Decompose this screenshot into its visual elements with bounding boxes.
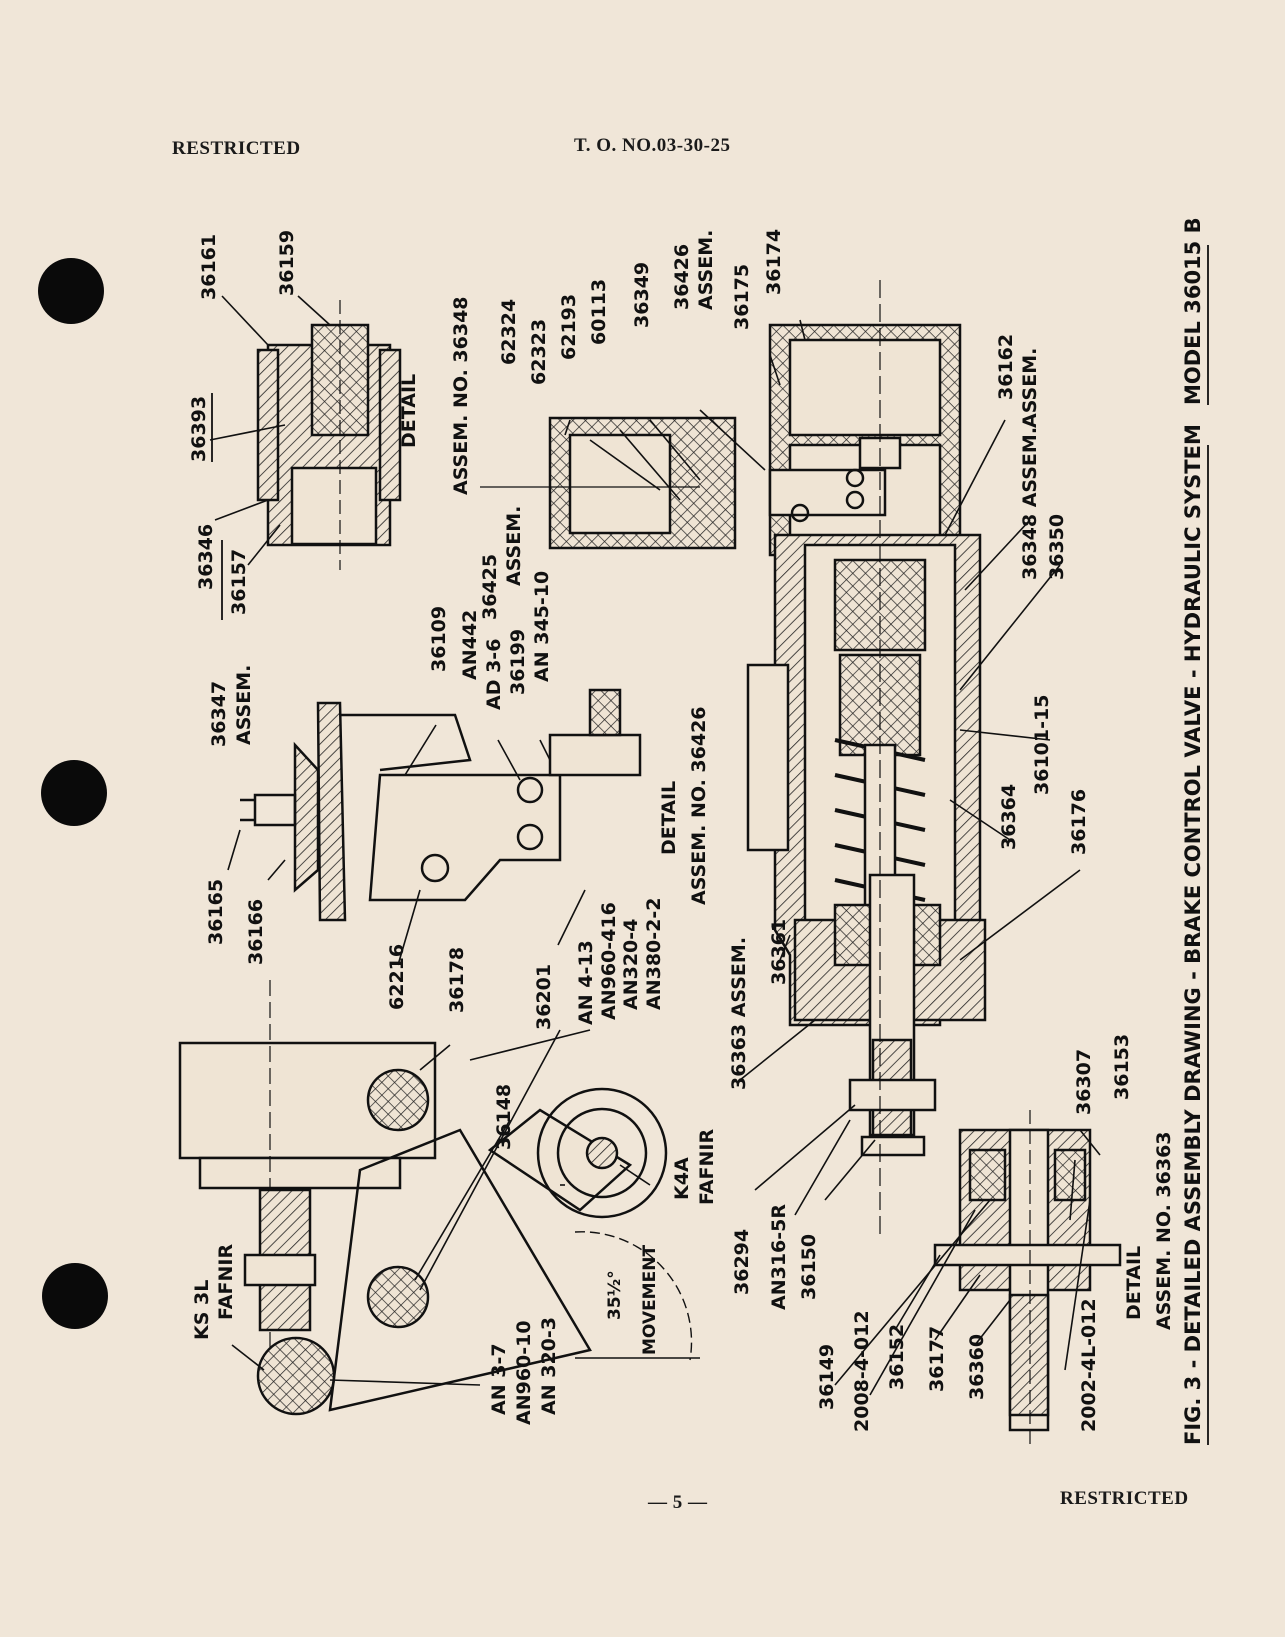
callout-fafnir-ks3l: FAFNIR xyxy=(215,1244,237,1320)
callout-62323: 62323 xyxy=(528,319,550,385)
callout-36346: 36346 xyxy=(195,524,217,590)
callout-an345-10: AN 345-10 xyxy=(531,571,553,682)
callout-36349: 36349 xyxy=(631,262,653,328)
callout-36157: 36157 xyxy=(228,549,250,615)
detail-36348-assem: ASSEM. NO. 36348 xyxy=(450,296,472,495)
callout-36364: 36364 xyxy=(998,784,1020,850)
callout-62324: 62324 xyxy=(498,299,520,365)
binder-hole-bottom xyxy=(42,1263,108,1329)
callout-36175: 36175 xyxy=(731,264,753,330)
callout-36166: 36166 xyxy=(245,899,267,965)
callout-36294: 36294 xyxy=(731,1229,753,1295)
footer-restricted: RESTRICTED xyxy=(1060,1488,1189,1509)
callout-36178: 36178 xyxy=(446,947,468,1013)
callout-36199: 36199 xyxy=(507,629,529,695)
callout-36101-15: 36101-15 xyxy=(1031,695,1053,795)
callout-an4-13: AN 4-13 xyxy=(575,940,597,1025)
binder-hole-middle xyxy=(41,760,107,826)
callout-36176: 36176 xyxy=(1068,789,1090,855)
callout-62216: 62216 xyxy=(386,944,408,1010)
callout-an960-416: AN960-416 xyxy=(598,902,620,1020)
callout-36152: 36152 xyxy=(886,1324,908,1390)
callout-36153: 36153 xyxy=(1111,1034,1133,1100)
page-number: — 5 — xyxy=(648,1492,708,1513)
callout-36149: 36149 xyxy=(816,1344,838,1410)
callout-36165: 36165 xyxy=(205,879,227,945)
callout-ad3-6: AD 3-6 xyxy=(483,639,505,710)
callout-36307: 36307 xyxy=(1073,1049,1095,1115)
detail-36426-assem: ASSEM. NO. 36426 xyxy=(688,706,710,905)
callout-2008-4-012: 2008-4-012 xyxy=(851,1310,873,1432)
label-underlines xyxy=(211,245,1209,1445)
callout-2002-4l-012: 2002-4L-012 xyxy=(1078,1298,1100,1432)
lever-bracket-drawing xyxy=(178,980,700,1416)
callout-angle: 35½° xyxy=(605,1270,625,1320)
callout-60113: 60113 xyxy=(588,279,610,345)
callout-36109: 36109 xyxy=(428,606,450,672)
callout-36426: 36426 xyxy=(671,244,693,310)
callout-36360: 36360 xyxy=(966,1334,988,1400)
callout-62193: 62193 xyxy=(558,294,580,360)
callout-fafnir-k4a: FAFNIR xyxy=(696,1129,718,1205)
callout-36361: 36361 xyxy=(768,919,790,985)
callout-an960-10: AN960-10 xyxy=(513,1320,535,1425)
figure-caption: FIG. 3 - DETAILED ASSEMBLY DRAWING - BRA… xyxy=(1181,424,1205,1445)
callout-36393: 36393 xyxy=(188,396,210,462)
detail-36348-title: DETAIL xyxy=(398,374,420,448)
valve-body-drawing xyxy=(480,280,987,1240)
detail-36363-assem: ASSEM. NO. 36363 xyxy=(1153,1131,1175,1330)
detail-36348-drawing xyxy=(256,300,402,570)
leader-lines xyxy=(209,295,1101,1396)
callout-36174: 36174 xyxy=(763,229,785,295)
callout-k4a: K4A xyxy=(671,1157,693,1200)
callout-36425: 36425 xyxy=(479,554,501,620)
callout-an3-7: AN 3-7 xyxy=(488,1343,510,1415)
callout-36159: 36159 xyxy=(276,230,298,296)
detail-36426-title: DETAIL xyxy=(658,781,680,855)
callout-36425-assem: ASSEM. xyxy=(503,506,525,586)
binder-hole-top xyxy=(38,258,104,324)
callout-36347-assem: ASSEM. xyxy=(233,665,255,745)
callout-36350: 36350 xyxy=(1046,514,1068,580)
callout-36148: 36148 xyxy=(493,1084,515,1150)
callout-36426-assem: ASSEM. xyxy=(695,230,717,310)
callout-36348-assem: 36348 ASSEM. xyxy=(1019,427,1041,580)
header-tech-order: T. O. NO.03-30-25 xyxy=(574,135,731,156)
callout-36162-assem: ASSEM. xyxy=(1019,348,1041,428)
callout-36363-assem: 36363 ASSEM. xyxy=(728,937,750,1090)
callout-an380-2-2: AN380-2-2 xyxy=(643,898,665,1010)
callout-36162: 36162 xyxy=(995,334,1017,400)
callout-movement: MOVEMENT xyxy=(640,1245,660,1355)
detail-36363-title: DETAIL xyxy=(1123,1246,1145,1320)
detail-36426-drawing xyxy=(240,688,642,922)
callout-an442: AN442 xyxy=(459,610,481,680)
callout-36347: 36347 xyxy=(208,681,230,747)
figure-model: MODEL 36015 B xyxy=(1181,217,1205,405)
callout-36201: 36201 xyxy=(533,964,555,1030)
callout-36177: 36177 xyxy=(926,1326,948,1392)
callout-an316-5r: AN316-5R xyxy=(768,1204,790,1310)
header-restricted: RESTRICTED xyxy=(172,138,301,159)
callout-36150: 36150 xyxy=(798,1234,820,1300)
callout-labels: 36161 36159 36393 36346 36157 36347 ASSE… xyxy=(188,217,1205,1445)
callout-an320-3: AN 320-3 xyxy=(538,1317,560,1415)
callout-36161: 36161 xyxy=(198,234,220,300)
callout-ks3l: KS 3L xyxy=(191,1280,213,1340)
callout-an320-4: AN320-4 xyxy=(620,919,642,1010)
